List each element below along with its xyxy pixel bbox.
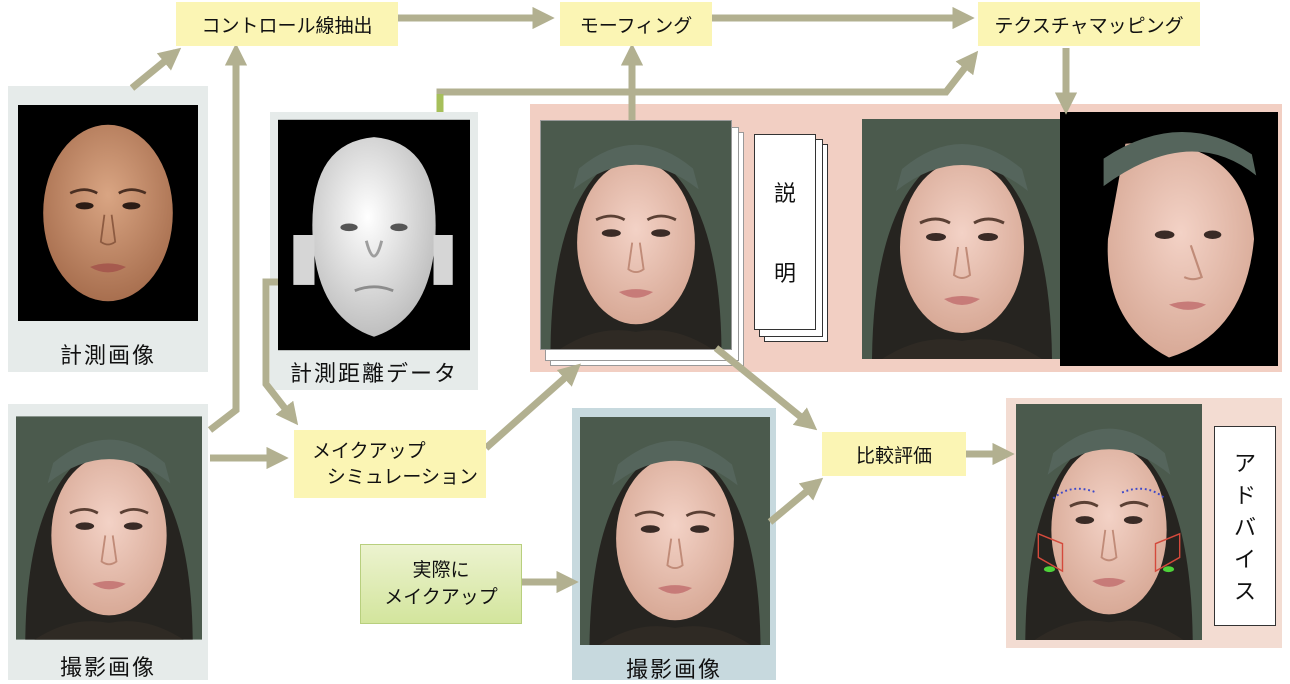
explanation-char: 明 [773,262,796,287]
advice-note: ア ド バ イ ス [1214,426,1276,626]
explanation-note: 説 明 [754,134,816,330]
captured-image-center-caption: 撮影画像 [625,658,722,683]
makeup-simulation-line1: メイクアップ [312,440,426,462]
distance-data-caption: 計測距離データ [289,362,458,387]
advice-char: バ [1233,516,1256,541]
advice-char: ア [1233,452,1256,477]
arrow [713,345,818,431]
arrow [207,43,248,433]
arrow [262,278,299,426]
simulated-face-photo [540,120,732,350]
control-line-extraction-step: コントロール線抽出 [176,2,398,46]
morphing-step: モーフィング [560,2,712,46]
arrow [436,50,979,112]
texture-mapped-face-side [1060,112,1278,366]
arrow [767,477,824,525]
arrow [129,47,182,91]
explanation-char: 説 [773,182,796,207]
advice-char: イ [1233,548,1256,573]
texture-mapping-step: テクスチャマッピング [978,2,1200,46]
advice-char: ス [1233,580,1256,605]
makeup-simulation-line2: シミュレーション [326,466,478,488]
actual-makeup-step: 実際に メイクアップ [360,544,522,624]
comparison-evaluation-step: 比較評価 [822,432,966,476]
actual-makeup-line1: 実際に [412,559,470,581]
advice-char: ド [1233,484,1256,509]
captured-image-left-caption: 撮影画像 [59,656,156,681]
makeup-simulation-step: メイクアップ シミュレーション [294,430,486,498]
advice-face-photo [1016,404,1202,640]
measured-image-caption: 計測画像 [59,344,156,369]
actual-makeup-line2: メイクアップ [384,586,498,608]
arrow [483,363,582,451]
